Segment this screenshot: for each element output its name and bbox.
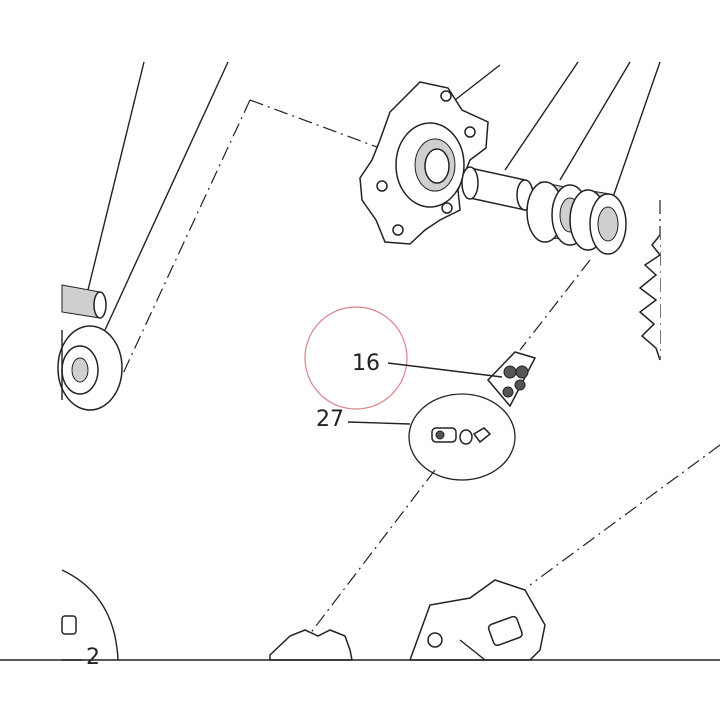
leader-27 [347,421,411,425]
clip-kit-parts [431,427,492,445]
callout-27: 27 [316,407,344,432]
sprocket-teeth [638,234,662,361]
callout-2: 2 [86,645,100,670]
left-bushing [61,284,107,319]
spacer-tube [461,166,534,211]
highlight-circle [304,306,408,410]
bottom-bracket-part [408,579,546,661]
bottom-sprocket [269,629,353,661]
sprocket-carrier-flange [359,81,489,245]
leader-lines [87,61,661,331]
bearing-2 [569,189,627,255]
clip-kit-ellipse [408,393,516,481]
leader-16 [387,362,503,378]
chain-link-part [486,351,537,408]
callout-16: 16 [352,351,380,376]
left-bearing [57,325,123,411]
